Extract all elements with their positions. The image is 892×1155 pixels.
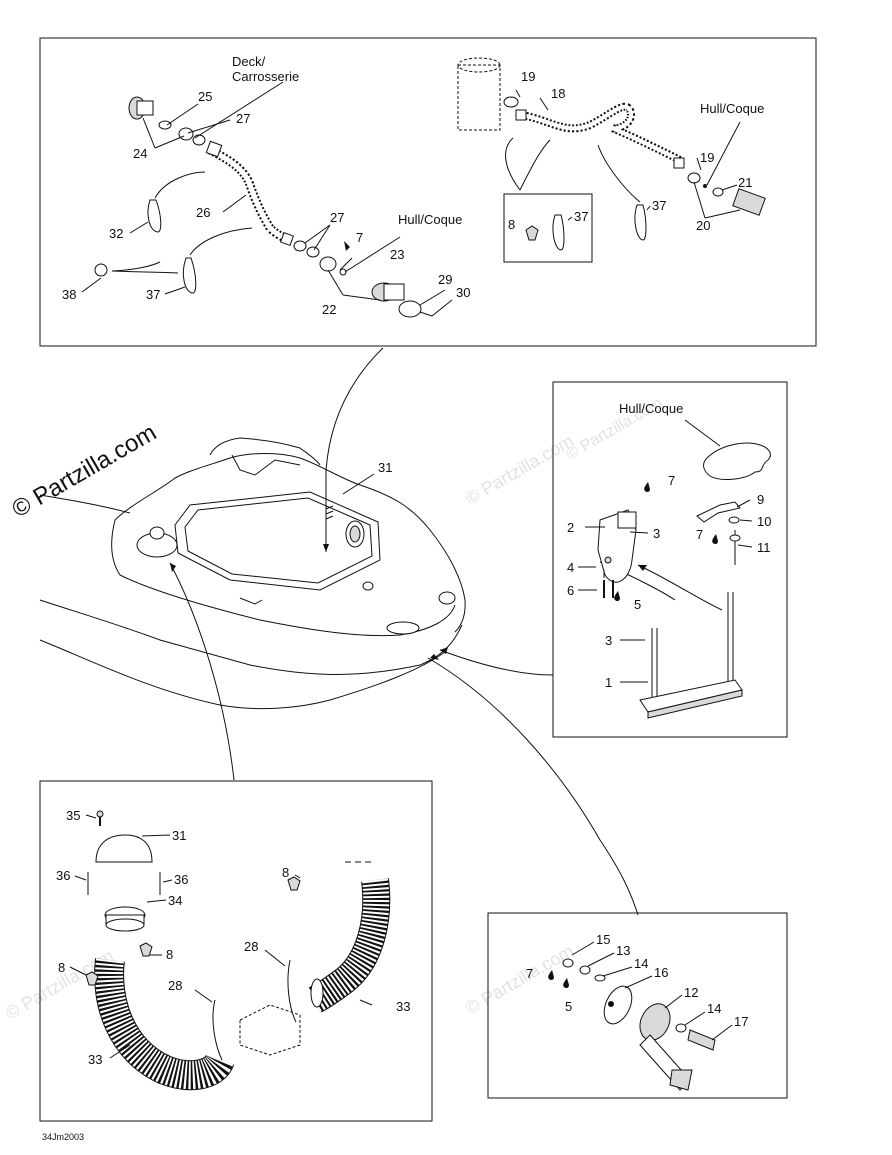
label-carrosserie: Carrosserie	[232, 69, 299, 84]
inset-box-clip	[503, 193, 593, 263]
callout: 7	[696, 527, 703, 542]
callout: 25	[198, 89, 212, 104]
callout: 28	[168, 978, 182, 993]
callout: 20	[696, 218, 710, 233]
deck-vent-assembly	[81, 81, 453, 318]
callout: 38	[62, 287, 76, 302]
callout: 8	[166, 947, 173, 962]
callout: 21	[738, 175, 752, 190]
callout: 7	[356, 230, 363, 245]
callout: 15	[596, 932, 610, 947]
watercraft-illustration: 31	[39, 347, 676, 916]
panel-bottom-right: 15 13 14 16 7 5 12 14 17	[487, 912, 788, 1099]
callout: 19	[521, 69, 535, 84]
callout: 17	[734, 1014, 748, 1029]
callout: 14	[707, 1001, 721, 1016]
callout: 1	[605, 675, 612, 690]
callout: 36	[56, 868, 70, 883]
callout: 34	[168, 893, 182, 908]
hull-vent-assembly	[457, 57, 766, 263]
callout: 33	[396, 999, 410, 1014]
panel-bottom-right-frame	[487, 912, 788, 1099]
callout: 9	[757, 492, 764, 507]
watermark-main: © Partzilla.com	[8, 419, 162, 523]
callout: 30	[456, 285, 470, 300]
callout: 10	[757, 514, 771, 529]
faint-watermarks: © Partzilla.com © Partzilla.com © Partzi…	[2, 430, 577, 1023]
callout: 4	[567, 560, 574, 575]
label-deck: Deck/	[232, 54, 266, 69]
callout: 6	[567, 583, 574, 598]
callout: 37	[146, 287, 160, 302]
callout: 14	[634, 956, 648, 971]
panel-top: Deck/ Carrosserie Hull/Coque Hull/Coque …	[39, 37, 817, 347]
watermark-faint-2: © Partzilla.com	[462, 940, 577, 1018]
callout: 27	[236, 111, 250, 126]
watermark-faint-1: © Partzilla.com	[462, 430, 577, 508]
callout: 7	[668, 473, 675, 488]
callout: 24	[133, 146, 147, 161]
callout: 7	[526, 966, 533, 981]
callout: 3	[653, 526, 660, 541]
callout: 32	[109, 226, 123, 241]
callout: 11	[757, 540, 771, 555]
callout: 5	[565, 999, 572, 1014]
callout: 8	[508, 217, 515, 232]
panel-bottom-left-frame	[39, 780, 433, 1122]
callout: 18	[551, 86, 565, 101]
callout: 31	[172, 828, 186, 843]
callout: 29	[438, 272, 452, 287]
callout: 8	[58, 960, 65, 975]
callout: 33	[88, 1052, 102, 1067]
callout: 37	[652, 198, 666, 213]
label-hull-left: Hull/Coque	[398, 212, 462, 227]
callout: 12	[684, 985, 698, 1000]
callout: 27	[330, 210, 344, 225]
callout: 26	[196, 205, 210, 220]
callout: 36	[174, 872, 188, 887]
callout: 8	[282, 865, 289, 880]
panel-right-frame	[552, 381, 788, 738]
panel-top-frame	[39, 37, 817, 347]
panel-bottom-left: 35 31 36 36 34 8 8 8 28 28 33 33	[39, 780, 433, 1122]
callout: 23	[390, 247, 404, 262]
callout: 31	[378, 460, 392, 475]
callout: 5	[634, 597, 641, 612]
figure-code: 34Jm2003	[42, 1132, 84, 1142]
callout: 3	[605, 633, 612, 648]
label-hull-right: Hull/Coque	[700, 101, 764, 116]
callout: 13	[616, 943, 630, 958]
callout: 22	[322, 302, 336, 317]
callout: 35	[66, 808, 80, 823]
panel-right: © Partzilla.com Hull/Coque 7	[552, 381, 788, 738]
callout: 28	[244, 939, 258, 954]
callout: 37	[574, 209, 588, 224]
callout: 19	[700, 150, 714, 165]
label-hull: Hull/Coque	[619, 401, 683, 416]
callout: 2	[567, 520, 574, 535]
callout: 16	[654, 965, 668, 980]
